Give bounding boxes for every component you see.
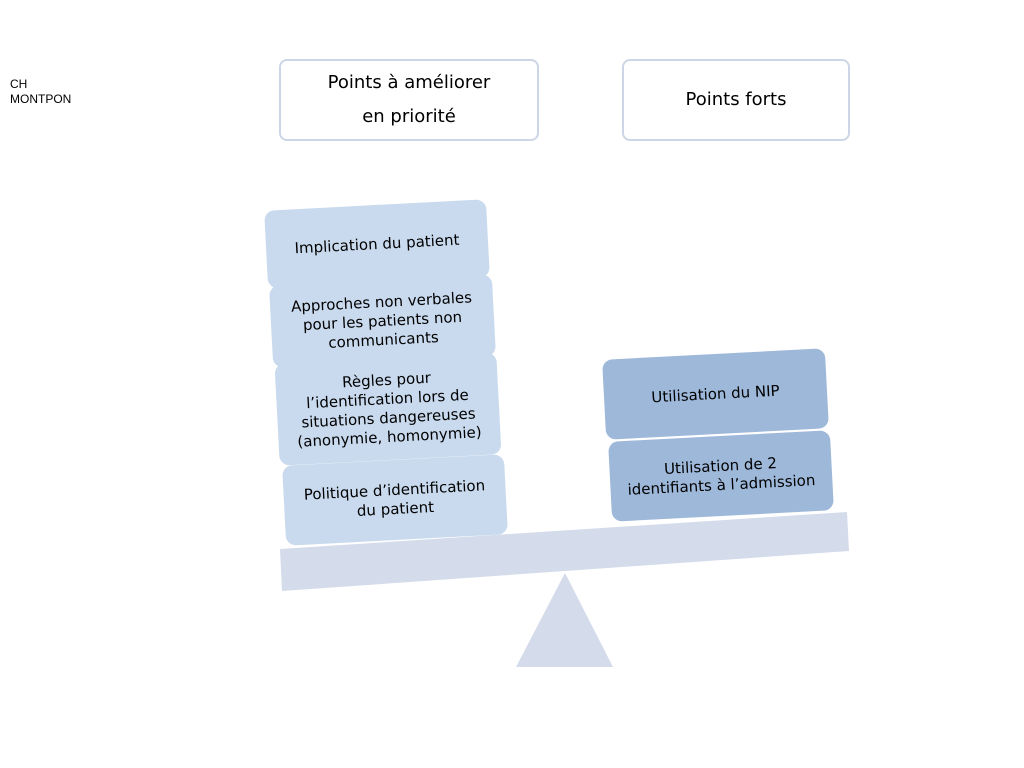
organization-label: CH MONTPON	[10, 77, 71, 107]
right-item-two-identifiers: Utilisation de 2 identifiants à l’admiss…	[608, 430, 834, 522]
header-left-line-1: Points à améliorer	[327, 72, 491, 93]
left-item-identification-rules: Règles pour l’identification lors de sit…	[274, 352, 502, 466]
organization-line-2: MONTPON	[10, 92, 72, 106]
scale-beam	[280, 512, 849, 591]
organization-line-1: CH	[10, 77, 28, 91]
right-item-nip-usage: Utilisation du NIP	[602, 348, 829, 440]
header-left-line-2: en priorité	[362, 106, 456, 127]
header-strong-points: Points forts	[622, 59, 850, 141]
header-points-to-improve: Points à améliorer en priorité	[279, 59, 539, 141]
left-item-identification-policy: Politique d’identification du patient	[282, 454, 508, 546]
header-right-line-1: Points forts	[685, 89, 787, 110]
scale-fulcrum	[516, 573, 613, 667]
